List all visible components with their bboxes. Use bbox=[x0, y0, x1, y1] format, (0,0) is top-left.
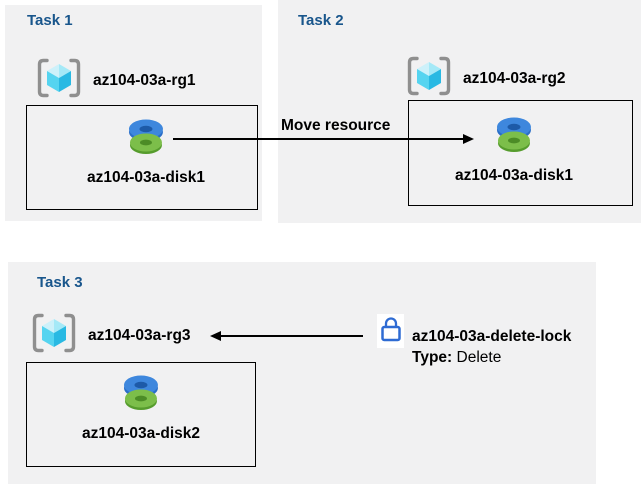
resource-group-icon bbox=[406, 55, 452, 102]
task1-panel bbox=[5, 5, 262, 221]
task3-resource-box bbox=[26, 362, 256, 467]
task2-disk-name: az104-03a-disk1 bbox=[454, 167, 574, 184]
lock-type-row: Type: Delete bbox=[412, 347, 571, 368]
task1-resource-group-name: az104-03a-rg1 bbox=[93, 71, 196, 89]
move-resource-label: Move resource bbox=[281, 117, 391, 134]
task3-title: Task 3 bbox=[37, 274, 83, 291]
lock-icon bbox=[379, 315, 403, 348]
task2-resource-group-name: az104-03a-rg2 bbox=[463, 69, 566, 87]
task1-disk-name: az104-03a-disk1 bbox=[86, 169, 206, 186]
lock-annotation: az104-03a-delete-lock Type: Delete bbox=[412, 326, 571, 368]
task2-panel bbox=[278, 0, 641, 223]
task3-disk-name: az104-03a-disk2 bbox=[81, 425, 201, 442]
task1-resource-group: az104-03a-rg1 bbox=[36, 57, 196, 104]
lock-icon-container bbox=[377, 314, 404, 348]
resource-group-icon bbox=[31, 312, 77, 359]
managed-disk-icon bbox=[124, 116, 168, 161]
task1-title: Task 1 bbox=[27, 12, 73, 29]
task1-resource-box bbox=[26, 105, 258, 210]
task2-title: Task 2 bbox=[298, 12, 344, 29]
task3-resource-group: az104-03a-rg3 bbox=[31, 312, 191, 359]
lock-arrow-line bbox=[220, 335, 363, 337]
task2-resource-group: az104-03a-rg2 bbox=[406, 55, 566, 102]
lock-type-label: Type: bbox=[412, 349, 453, 366]
task3-panel bbox=[8, 262, 596, 484]
task1-disk: az104-03a-disk1 bbox=[87, 116, 205, 187]
managed-disk-icon bbox=[492, 114, 536, 159]
lock-name: az104-03a-delete-lock bbox=[412, 328, 572, 345]
managed-disk-icon bbox=[119, 372, 163, 417]
task2-disk: az104-03a-disk1 bbox=[455, 114, 573, 185]
move-arrow-line bbox=[173, 138, 464, 140]
task2-resource-box bbox=[408, 100, 633, 206]
task3-resource-group-name: az104-03a-rg3 bbox=[88, 326, 191, 344]
task3-disk: az104-03a-disk2 bbox=[82, 372, 200, 443]
lock-type-value: Delete bbox=[456, 349, 502, 366]
lock-arrow-head-icon bbox=[210, 331, 221, 341]
move-arrow-head-icon bbox=[463, 134, 474, 144]
resource-group-icon bbox=[36, 57, 82, 104]
